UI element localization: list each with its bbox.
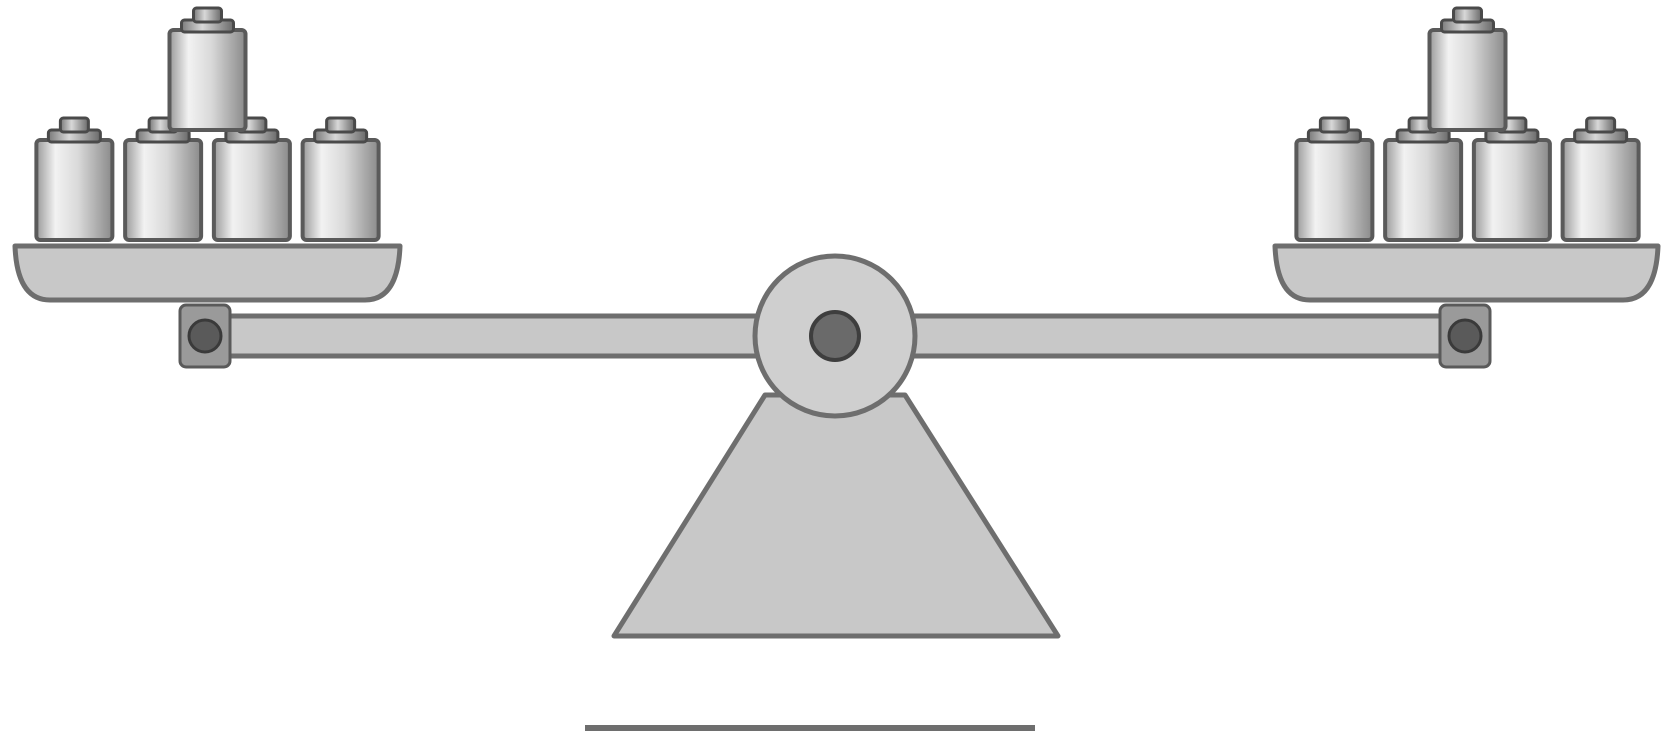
scale-stand	[614, 395, 1058, 636]
left-pan	[15, 246, 400, 300]
weight	[170, 8, 246, 130]
scale-pivot	[755, 256, 915, 416]
right-pan	[1275, 246, 1658, 300]
right-pan-hinge	[1440, 305, 1490, 367]
weight	[303, 118, 379, 240]
weight	[125, 118, 201, 240]
weight	[36, 118, 112, 240]
weight	[1563, 118, 1639, 240]
weight	[214, 118, 290, 240]
weight	[1296, 118, 1372, 240]
weight	[1474, 118, 1550, 240]
left-pan-hinge	[180, 305, 230, 367]
right-pan-weights	[1296, 8, 1638, 240]
weight	[1430, 8, 1506, 130]
left-pan-weights	[36, 8, 378, 240]
weight	[1385, 118, 1461, 240]
